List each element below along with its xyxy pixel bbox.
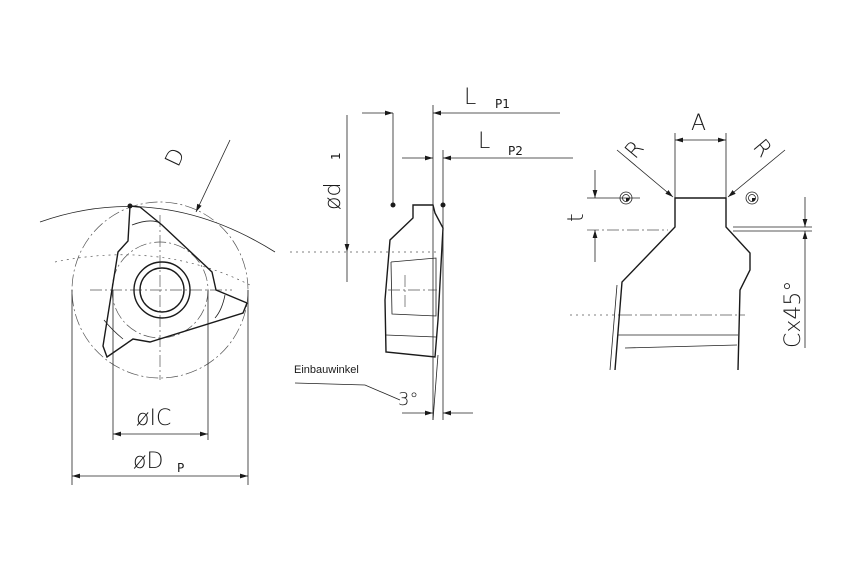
label-a: A: [691, 111, 706, 136]
d-leader: [195, 139, 231, 213]
label-d1-sub: 1: [329, 152, 343, 160]
label-dp: øD: [133, 449, 163, 474]
label-chamfer: Cx45°: [781, 281, 806, 348]
label-lp1: L: [464, 85, 476, 110]
reference-point: [127, 203, 133, 209]
profile-view: A R R t Cx45°: [564, 111, 812, 371]
label-lp1-sub: P1: [495, 97, 510, 111]
r-left-leader: [616, 149, 674, 198]
hole-inner: [139, 267, 185, 313]
label-einbauwinkel: Einbauwinkel: [294, 364, 359, 376]
r-right-leader: [727, 149, 786, 198]
label-d1: ød: [321, 183, 346, 210]
label-r-right: R: [747, 135, 776, 163]
dotted-arc: [54, 254, 251, 286]
workpiece-arc: [39, 206, 276, 253]
label-lp2-sub: P2: [508, 144, 523, 158]
insert-profile: [614, 197, 751, 371]
front-view: D øIC øD P: [39, 139, 276, 485]
label-angle: 3°: [398, 389, 418, 410]
target-symbol-icon: [745, 191, 759, 205]
label-dp-sub: P: [177, 461, 184, 475]
label-ic: øIC: [136, 406, 171, 431]
triangular-insert: [102, 205, 248, 359]
label-r-left: R: [620, 136, 649, 164]
insert-side: [384, 204, 444, 358]
label-lp2: L: [478, 129, 490, 154]
label-d: D: [161, 145, 191, 171]
hole-outer: [133, 261, 191, 319]
side-view: L P1 L P2 ød 1 Einbauwinkel 3°: [290, 85, 573, 421]
label-t: t: [564, 213, 589, 222]
